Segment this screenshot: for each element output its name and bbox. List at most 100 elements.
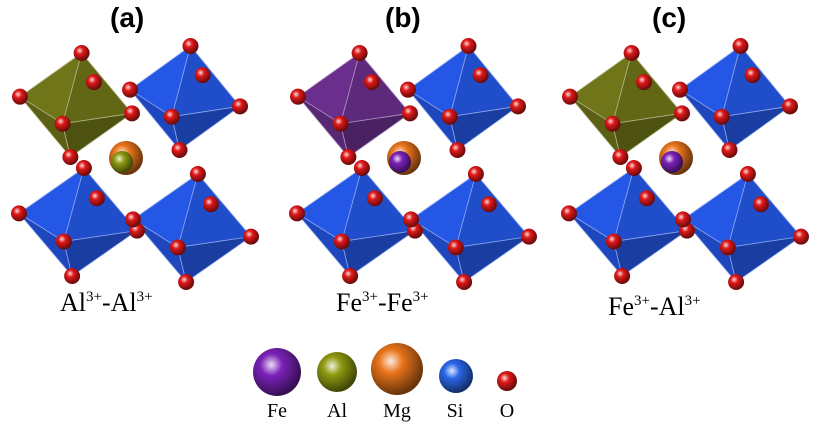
oxygen-atom-5 (441, 108, 458, 125)
oxygen-atom-18 (202, 196, 219, 213)
oxygen-atom-6 (744, 67, 761, 84)
caption-b-sep: - (377, 288, 387, 317)
oxygen-atom-14 (728, 274, 745, 290)
oxygen-atom-7 (75, 160, 92, 176)
oxygen-atom-11 (333, 233, 350, 250)
oxygen-atom-11 (55, 233, 72, 250)
caption-a-ion2: Al (110, 288, 137, 317)
oxygen-atom-9 (561, 205, 577, 222)
oxygen-atom-9 (289, 205, 305, 222)
oxygen-atom-16 (793, 228, 809, 245)
legend-sphere-mg (371, 343, 423, 395)
oxygen-atom-2 (449, 142, 466, 158)
oxygen-atom-5 (713, 108, 730, 125)
structure-panel-3 (561, 38, 809, 290)
si-octahedron-top-right (407, 45, 519, 152)
legend-sphere-al (317, 352, 357, 392)
oxygen-atom-17 (447, 239, 464, 256)
oxygen-atom-1 (182, 38, 199, 54)
caption-c-ion2: Al (658, 292, 685, 321)
oxygen-atom-21 (12, 88, 28, 105)
caption-a-ion1: Al (60, 288, 86, 317)
oxygen-atom-23 (54, 115, 71, 132)
oxygen-atom-3 (122, 81, 138, 98)
caption-a-charge1: 3+ (86, 289, 102, 305)
oxygen-atom-5 (163, 108, 180, 125)
oxygen-atom-4 (782, 98, 798, 115)
legend-label-o: O (499, 400, 515, 422)
panel-label-c: (c) (652, 2, 687, 33)
center-atom-al (111, 151, 133, 173)
oxygen-atom-19 (623, 45, 640, 61)
si-octahedron-top-right-face-8 (171, 105, 241, 151)
oxygen-atom-6 (194, 67, 211, 84)
corner-octahedron-fe-face-8 (340, 112, 411, 158)
panel-label-a: (a) (110, 2, 145, 33)
si-octahedron-bottom-right-face-8 (455, 236, 530, 283)
oxygen-atom-17 (169, 239, 186, 256)
oxygen-atom-17 (719, 239, 736, 256)
corner-octahedron-fe (297, 52, 411, 159)
structure-panel-2 (289, 38, 537, 290)
oxygen-atom-8 (342, 268, 359, 284)
oxygen-atom-12 (366, 190, 383, 207)
oxygen-atom-15 (403, 211, 419, 228)
oxygen-atom-9 (11, 205, 27, 222)
si-octahedron-bottom-left-face-8 (341, 230, 416, 277)
legend-label-si: Si (446, 400, 464, 422)
legend-label-fe: Fe (267, 400, 287, 422)
si-octahedron-top-right (679, 45, 791, 152)
legend-sphere-o (497, 371, 517, 391)
oxygen-atom-19 (73, 45, 90, 61)
si-octahedron-bottom-right-face-8 (177, 236, 252, 283)
oxygen-atom-3 (400, 81, 416, 98)
caption-b-charge2: 3+ (412, 289, 429, 305)
oxygen-atom-12 (638, 190, 655, 207)
si-octahedron-bottom-right (410, 173, 530, 284)
oxygen-atom-16 (521, 228, 537, 245)
oxygen-atom-4 (510, 98, 526, 115)
caption-c-ion1: Fe (608, 292, 634, 321)
oxygen-atom-24 (363, 74, 380, 91)
si-octahedron-bottom-left-face-8 (63, 230, 138, 277)
oxygen-atom-13 (467, 166, 484, 182)
oxygen-atom-11 (605, 233, 622, 250)
oxygen-atom-22 (402, 105, 418, 122)
caption-c: Fe3+-Al3+ (608, 292, 701, 322)
oxygen-atom-4 (232, 98, 248, 115)
oxygen-atom-18 (480, 196, 497, 213)
oxygen-atom-16 (243, 228, 259, 245)
caption-a-charge2: 3+ (136, 289, 153, 305)
si-octahedron-bottom-left (296, 167, 416, 278)
oxygen-atom-20 (340, 149, 357, 165)
si-octahedron-top-right (129, 45, 241, 152)
si-octahedron-bottom-left (568, 167, 688, 278)
oxygen-atom-18 (752, 196, 769, 213)
caption-c-sep: - (649, 292, 659, 321)
oxygen-atom-7 (625, 160, 642, 176)
oxygen-atom-12 (88, 190, 105, 207)
oxygen-atom-1 (732, 38, 749, 54)
oxygen-atom-22 (124, 105, 140, 122)
legend-sphere-fe (253, 348, 301, 396)
structure-panel-1 (11, 38, 259, 290)
corner-octahedron-al-face-8 (612, 112, 683, 158)
oxygen-atom-7 (353, 160, 370, 176)
caption-b: Fe3+-Fe3+ (336, 288, 429, 318)
center-atom-fe (661, 151, 683, 173)
oxygen-atom-21 (290, 88, 306, 105)
caption-a-sep: - (101, 288, 111, 317)
panel-label-b: (b) (385, 2, 421, 33)
oxygen-atom-6 (472, 67, 489, 84)
oxygen-atom-20 (612, 149, 629, 165)
caption-b-charge1: 3+ (362, 289, 378, 305)
oxygen-atom-19 (351, 45, 368, 61)
legend-label-al: Al (327, 400, 347, 422)
oxygen-atom-14 (456, 274, 473, 290)
corner-octahedron-al (569, 52, 683, 159)
corner-octahedron-al-face-8 (62, 112, 133, 158)
oxygen-atom-24 (85, 74, 102, 91)
oxygen-atom-13 (739, 166, 756, 182)
oxygen-atom-8 (614, 268, 631, 284)
